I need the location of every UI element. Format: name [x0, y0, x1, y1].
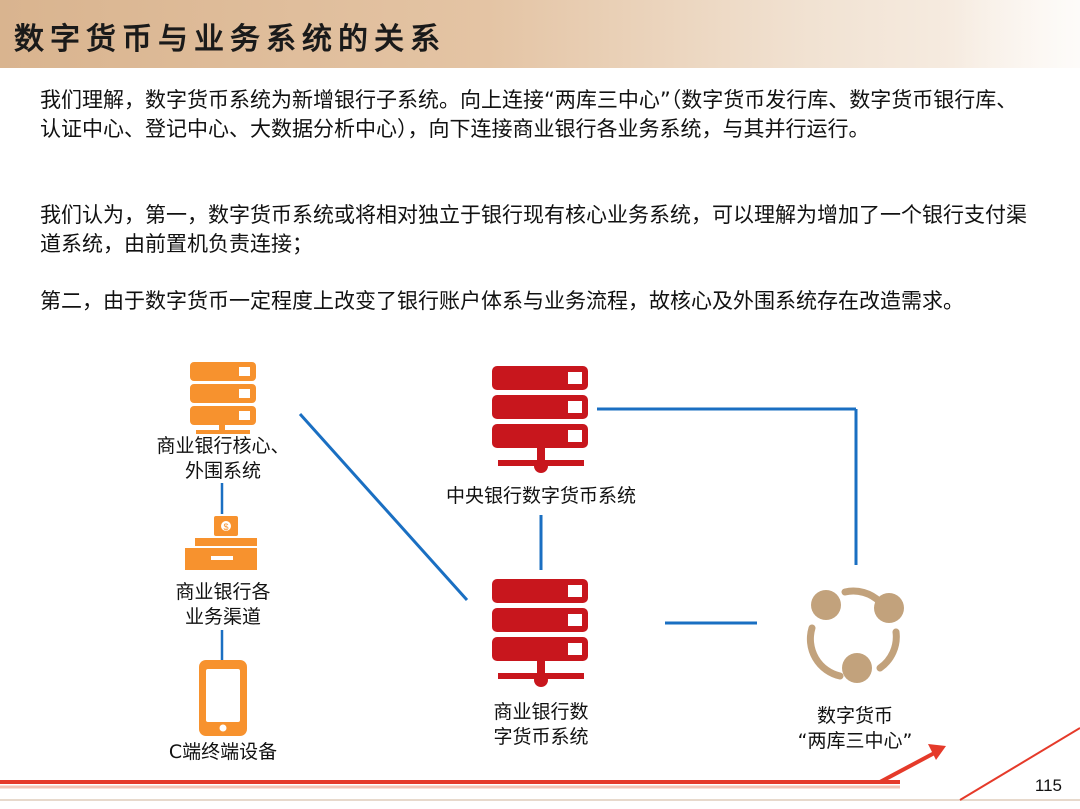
label-two-vaults-line2: “两库三中心”: [797, 730, 913, 752]
label-c-device-line1: C端终端设备: [168, 741, 278, 763]
page-number: 115: [1034, 776, 1062, 795]
label-commercial-bank-system: 商业银行数 字货币系统: [470, 700, 612, 750]
label-channels-line2: 业务渠道: [184, 606, 261, 628]
paragraph-first-point: 我们认为，第一，数字货币系统或将相对独立于银行现有核心业务系统，可以理解为增加了…: [40, 203, 1027, 256]
title-bar: 数字货币与业务系统的关系: [0, 0, 1080, 68]
label-central-bank-line1: 中央银行数字货币系统: [445, 485, 636, 507]
page-title: 数字货币与业务系统的关系: [14, 22, 446, 57]
footer-decoration: [0, 727, 1080, 801]
label-c-device: C端终端设备: [138, 740, 308, 765]
label-commercial-bank-line1: 商业银行数: [493, 701, 589, 723]
server-icon: [492, 579, 588, 687]
title-decoration: [950, 0, 1080, 68]
cash-register-icon: $: [185, 516, 257, 570]
label-core-systems-line1: 商业银行核心、: [156, 435, 290, 457]
label-central-bank-system: 中央银行数字货币系统: [420, 484, 662, 509]
server-icon: [190, 362, 256, 434]
label-commercial-bank-line2: 字货币系统: [493, 726, 589, 748]
smartphone-icon: [199, 660, 247, 736]
label-two-vaults-three-centers: 数字货币 “两库三中心”: [775, 704, 935, 754]
label-core-systems-line2: 外围系统: [184, 460, 261, 482]
share-nodes-dots: [811, 590, 904, 683]
paragraph-second-point: 第二，由于数字货币一定程度上改变了银行账户体系与业务流程，故核心及外围系统存在改…: [40, 289, 964, 313]
paragraph-understanding: 我们理解，数字货币系统为新增银行子系统。向上连接“两库三中心”（数字货币发行库、…: [40, 88, 1018, 141]
svg-text:$: $: [223, 522, 228, 532]
label-two-vaults-line1: 数字货币: [816, 705, 893, 727]
label-core-systems: 商业银行核心、 外围系统: [148, 434, 298, 484]
label-channels-line1: 商业银行各: [175, 581, 271, 603]
label-business-channels: 商业银行各 业务渠道: [148, 580, 298, 630]
connector-core-to-commercial: [298, 412, 469, 602]
server-icon: [492, 366, 588, 473]
